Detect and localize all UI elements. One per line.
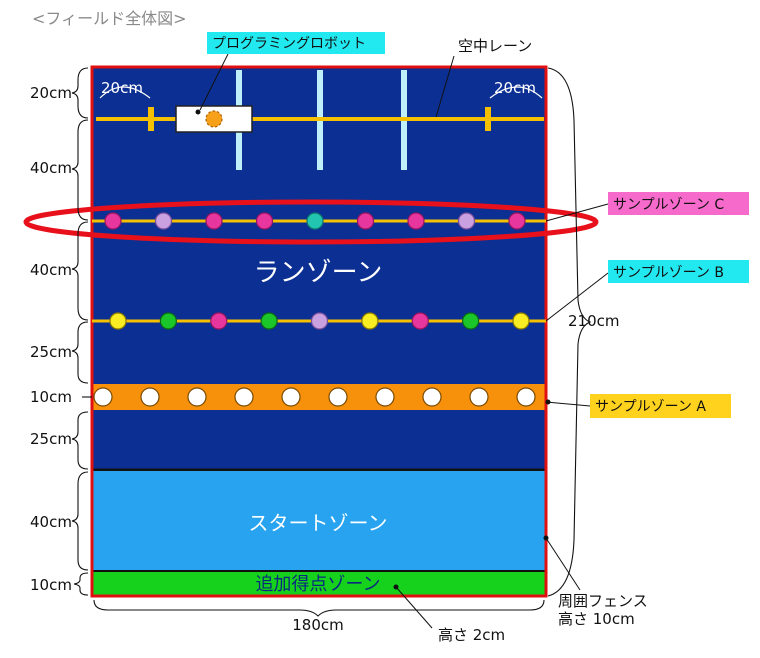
sample-c-ball-4 <box>255 212 274 230</box>
sample-a-ball-3 <box>187 387 207 407</box>
fence-leader-dot <box>543 535 549 541</box>
sample-b-ball-3 <box>210 312 228 330</box>
dim-label-5: 10cm <box>30 388 72 406</box>
sample-a-callout-label: サンプルゾーン A <box>595 399 706 415</box>
sample-a-ball-2 <box>140 387 160 407</box>
sample-b-callout-box <box>608 260 749 283</box>
fence-label-line2: 高さ 10cm <box>558 610 635 628</box>
fence-leader-line <box>545 537 581 591</box>
robot-callout-box <box>207 32 385 54</box>
sample-a-ball-9 <box>469 387 489 407</box>
sample-c-ball-3 <box>205 212 223 230</box>
sample-c-ball-6 <box>356 212 375 230</box>
sample-b-ball-6 <box>361 312 379 330</box>
sample-c-ball-2 <box>154 212 173 230</box>
diagram-title: <フィールド全体図> <box>32 9 187 28</box>
sample-a-callout-box <box>590 394 731 418</box>
sample-c-ball-7 <box>407 212 425 230</box>
sample-a-ball-10 <box>516 387 536 407</box>
fence-label-line1: 周囲フェンス <box>558 592 648 610</box>
run-zone-label: ランゾーン <box>254 258 383 288</box>
sample-c-leader-line <box>545 203 609 222</box>
sample-c-ball-5 <box>306 212 324 230</box>
sample-a-leader-line <box>545 401 591 407</box>
sample-zone-b-balls <box>109 312 530 330</box>
sample-b-ball-9 <box>512 312 530 330</box>
sample-c-callout-box <box>608 192 749 215</box>
bonus-height-leader-line <box>395 586 433 629</box>
sample-a-ball-1 <box>93 387 113 407</box>
sample-a-leader-dot <box>545 399 551 405</box>
sample-c-ball-9 <box>508 212 526 230</box>
bonus-zone <box>92 572 546 596</box>
bonus-height-label: 高さ 2cm <box>438 626 505 644</box>
sample-a-ball-8 <box>422 387 442 407</box>
sample-b-ball-2 <box>159 312 177 330</box>
lane-stopper-left <box>148 107 154 131</box>
inner-dim-arc-right <box>489 86 543 99</box>
right-height-label: 210cm <box>568 312 620 330</box>
dim-label-6: 25cm <box>30 430 72 448</box>
dim-label-2: 40cm <box>30 159 72 177</box>
sample-b-ball-1 <box>109 312 127 330</box>
sample-zone-a-balls <box>93 387 536 407</box>
sample-zone-c-balls <box>104 212 526 230</box>
perimeter-fence <box>90 65 548 598</box>
robot-gripper <box>205 110 223 128</box>
start-zone <box>92 471 546 571</box>
start-zone-label: スタートゾーン <box>249 511 388 535</box>
sample-a-ball-4 <box>234 387 254 407</box>
sample-b-ball-4 <box>260 312 278 330</box>
bonus-zone-label: 追加得点ゾーン <box>255 574 380 595</box>
sample-b-ball-5 <box>310 312 329 330</box>
inner-dim-arc-left <box>99 86 151 99</box>
sample-a-ball-5 <box>281 387 301 407</box>
sample-c-ball-1 <box>104 212 122 230</box>
robot-marker-dot <box>195 109 201 115</box>
sample-b-callout-label: サンプルゾーン B <box>613 265 724 281</box>
right-height-brace <box>547 67 592 597</box>
sample-b-ball-7 <box>411 312 429 330</box>
left-dimension-braces <box>71 67 92 596</box>
sample-c-ball-8 <box>457 212 476 230</box>
bottom-width-brace <box>93 599 545 617</box>
sample-a-ball-7 <box>375 387 395 407</box>
sample-c-callout-label: サンプルゾーン C <box>613 197 724 213</box>
aerial-lane-label: 空中レーン <box>458 37 532 55</box>
inner-dim-right: 20cm <box>494 79 536 97</box>
dim-label-1: 20cm <box>30 84 72 102</box>
inner-dim-left: 20cm <box>101 79 143 97</box>
dim-label-4: 25cm <box>30 343 72 361</box>
lane-stopper-right <box>485 107 491 131</box>
dim-label-3: 40cm <box>30 261 72 279</box>
bonus-height-leader-dot <box>393 584 399 590</box>
robot-leader-line <box>199 53 229 111</box>
sample-zone-c-highlight <box>23 199 599 245</box>
bottom-width-label: 180cm <box>292 616 344 634</box>
sample-a-ball-6 <box>328 387 348 407</box>
sample-b-leader-line <box>545 272 609 322</box>
robot-callout-label: プログラミングロボット <box>212 36 366 52</box>
dim-label-8: 10cm <box>30 576 72 594</box>
aerial-lane-leader-line <box>435 55 455 118</box>
sample-b-ball-8 <box>462 312 480 330</box>
dim-label-7: 40cm <box>30 513 72 531</box>
